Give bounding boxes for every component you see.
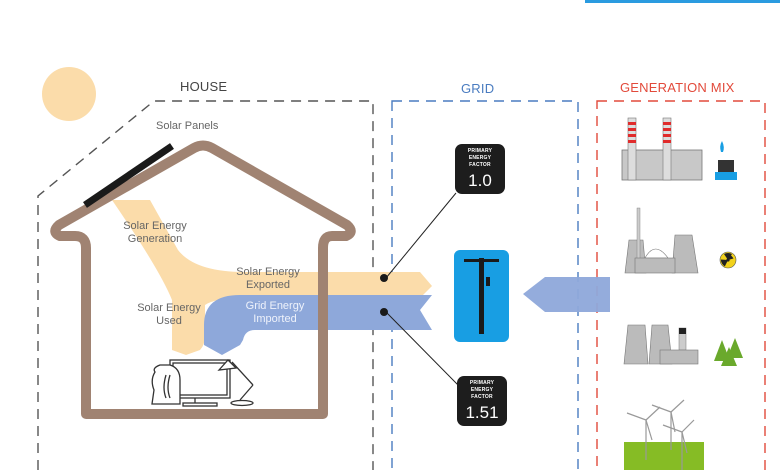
trees-icon <box>714 338 743 366</box>
pef-leader-line <box>385 311 459 386</box>
solar-exported-label: Solar Energy Exported <box>236 266 300 291</box>
gas-power-station-icon <box>621 117 703 181</box>
radiation-icon <box>719 251 737 269</box>
pef-value: 1.0 <box>468 171 492 190</box>
biomass-power-station-icon <box>623 324 699 365</box>
pef-leader-line <box>385 192 457 279</box>
pef-connection-dot <box>380 274 388 282</box>
house-outline <box>50 140 356 419</box>
house-boundary <box>37 100 374 470</box>
pef-connection-dot <box>380 308 388 316</box>
sun-icon <box>42 67 96 121</box>
grid-imported-label: Grid Energy Imported <box>245 300 305 325</box>
solar-used-label: Solar Energy Used <box>137 302 201 327</box>
primary-energy-factor-import: PRIMARY ENERGY FACTOR 1.51 <box>457 376 507 426</box>
nuclear-power-station-icon <box>624 207 699 274</box>
pef-value: 1.51 <box>465 403 499 422</box>
gas-rig-icon <box>715 141 737 180</box>
house-title: HOUSE <box>180 79 228 94</box>
grid-title: GRID <box>461 81 495 96</box>
solar-panels-label: Solar Panels <box>156 120 219 132</box>
appliances-icon <box>151 359 254 407</box>
top-accent-bar <box>585 0 780 3</box>
solar-generation-label: Solar Energy Generation <box>123 220 187 245</box>
primary-energy-factor-export: PRIMARY ENERGY FACTOR 1.0 <box>455 144 505 194</box>
solar-panel-icon <box>83 143 174 208</box>
grid-pole-icon <box>454 250 509 342</box>
wind-farm-icon <box>624 399 704 470</box>
solar-flow <box>112 200 432 355</box>
generation-mix-title: GENERATION MIX <box>620 80 735 95</box>
generation-supply-arrow <box>523 277 610 312</box>
